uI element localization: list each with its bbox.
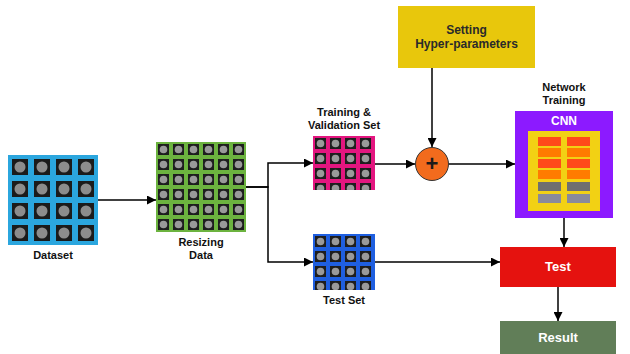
text-run: + (426, 151, 439, 176)
layer-block (538, 137, 561, 146)
flow-arrow (98, 199, 156, 201)
layer-block (567, 182, 590, 191)
text-run: Training (317, 106, 360, 118)
test-box: Test (500, 247, 616, 287)
box-label: Training & Validation Set (299, 106, 389, 132)
cnn-box: Network TrainingCNN (515, 111, 613, 218)
text-run: Validation (308, 119, 360, 131)
layer-block (567, 148, 590, 157)
test-thumbnails (313, 234, 375, 290)
layer-block (538, 182, 561, 191)
layer-block (538, 194, 561, 203)
layer-block (538, 159, 561, 168)
thumbnail-grid (8, 155, 98, 245)
box-text: Result (500, 330, 616, 346)
result-box: Result (500, 321, 616, 354)
text-run: CNN (551, 114, 577, 128)
flow-arrow (375, 163, 415, 165)
training-thumbnails (313, 136, 375, 190)
box-title: CNN (515, 114, 613, 128)
box-label: Resizing Data (168, 236, 234, 262)
layer-block (567, 194, 590, 203)
flow-arrow (246, 187, 313, 262)
box-label: Network Training (529, 81, 599, 107)
text-run: Network (542, 81, 585, 93)
text-run: Test (545, 259, 571, 274)
dataset-thumbnails (8, 155, 98, 245)
resized-thumbnails (156, 142, 246, 232)
training-set-box: Training & Validation Set (313, 136, 375, 190)
thumbnail-grid (314, 136, 374, 190)
text-run: Training (543, 94, 586, 106)
text-run: Hyper-parameters (415, 37, 518, 51)
text-run: Dataset (33, 249, 73, 261)
flow-arrow (449, 163, 515, 165)
layer-block (567, 159, 590, 168)
flow-arrow (431, 68, 433, 147)
hyperparameter-box: Setting Hyper-parameters (398, 6, 535, 68)
text-run: Set (348, 294, 365, 306)
flow-arrow (246, 163, 313, 187)
thumbnail-grid (156, 142, 246, 232)
resizing-box: Resizing Data (156, 142, 246, 232)
text-run: Setting (446, 23, 487, 37)
text-run: Resizing (178, 236, 223, 248)
thumbnail-grid (314, 234, 374, 290)
text-run: Set (363, 119, 380, 131)
text-run: & (363, 106, 371, 118)
box-label: Test Set (304, 294, 384, 307)
text-run: Result (538, 330, 578, 345)
text-run: Data (189, 249, 213, 261)
box-text: Setting Hyper-parameters (398, 23, 535, 52)
text-run: Test (323, 294, 345, 306)
layer-block (538, 170, 561, 179)
box-label: Dataset (8, 249, 98, 262)
layer-block (538, 148, 561, 157)
combine-circle: + (415, 147, 449, 181)
flow-arrow (557, 287, 559, 321)
layer-block (567, 137, 590, 146)
dataset-box: Dataset (8, 155, 98, 245)
layer-panel (528, 131, 600, 211)
test-set-box: Test Set (313, 234, 375, 290)
plus-sign: + (416, 151, 448, 177)
flow-arrow (563, 218, 565, 247)
box-text: Test (500, 259, 616, 275)
layer-block (567, 170, 590, 179)
flow-arrow (375, 261, 500, 263)
